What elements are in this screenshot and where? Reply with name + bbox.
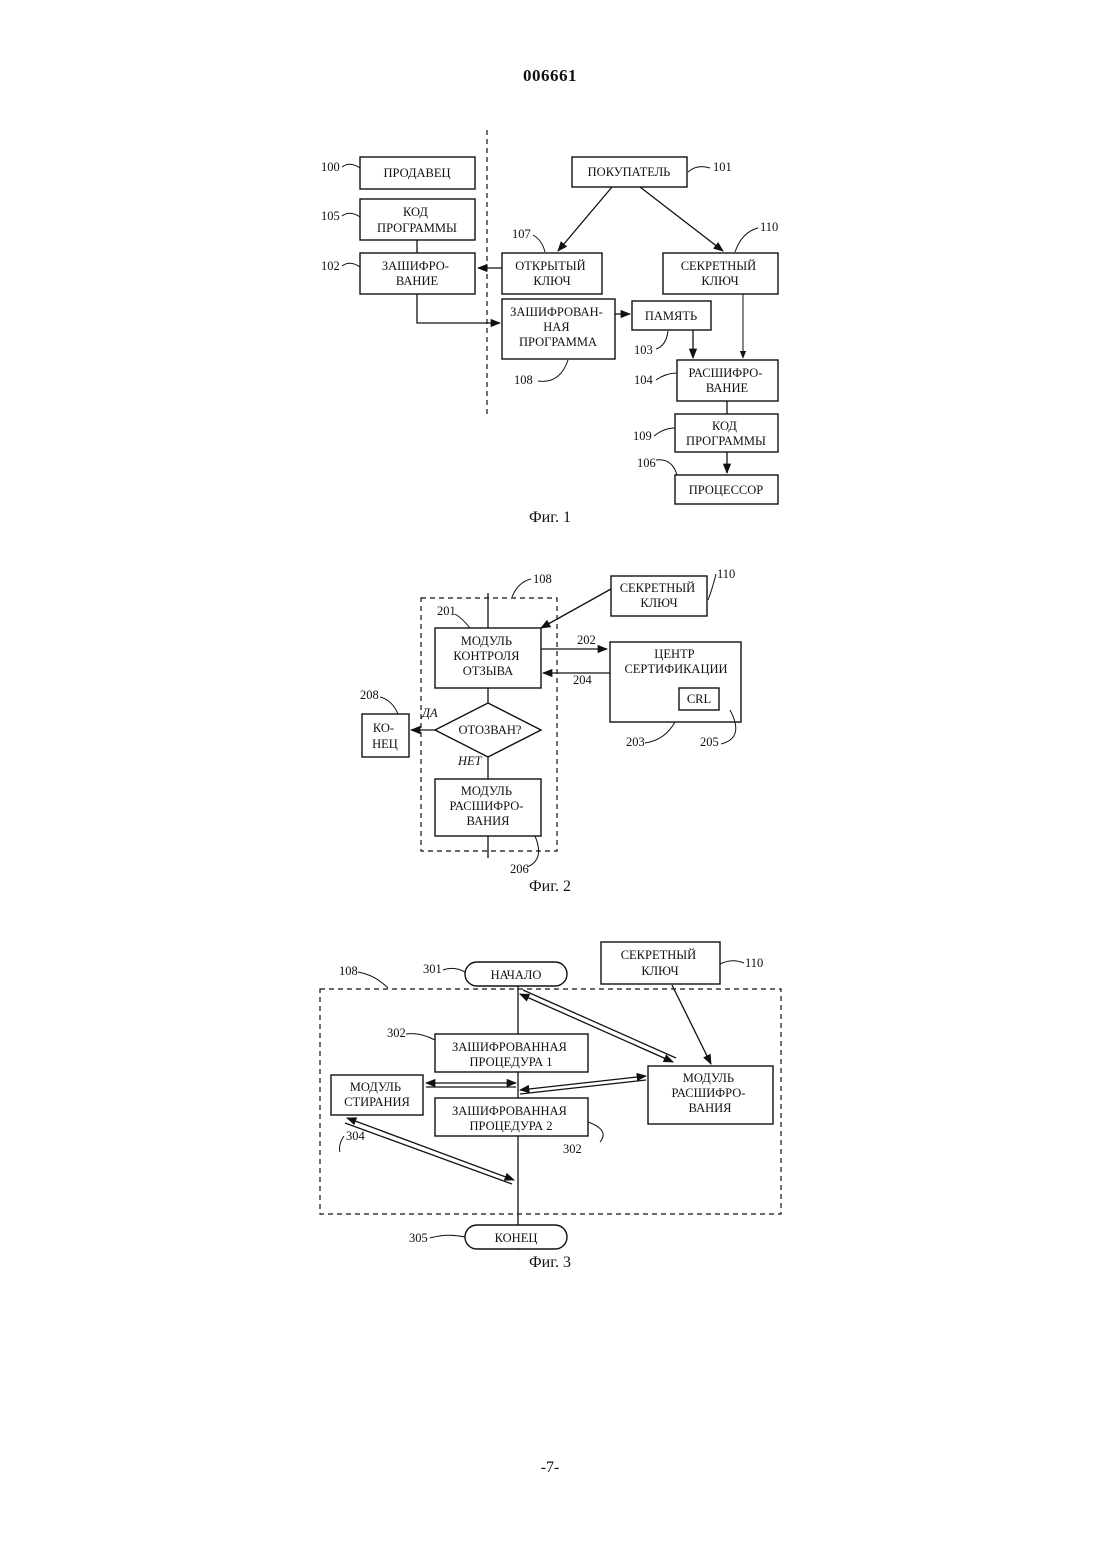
fig2-ref-201: 201 [437,604,456,618]
fig2-ref-108: 108 [533,572,552,586]
fig3-ref-301: 301 [423,962,442,976]
fig1-buyer-label: ПОКУПАТЕЛЬ [588,165,671,179]
fig2-ref-205: 205 [700,735,719,749]
fig1-ref-102: 102 [321,259,340,273]
fig2-ref-203: 203 [626,735,645,749]
fig3-ref-305: 305 [409,1231,428,1245]
fig3-ref-302: 302 [387,1026,406,1040]
fig2-ref-110: 110 [717,567,735,581]
figure-3: 108 НАЧАЛО 301 СЕКРЕТНЫЙ КЛЮЧ 110 ЗАШИФР… [320,942,781,1271]
fig2-ref-206: 206 [510,862,529,876]
fig1-ref-108: 108 [514,373,533,387]
fig3-ref-302b: 302 [563,1142,582,1156]
fig2-caption: Фиг. 2 [529,878,571,895]
fig1-ref-106: 106 [637,456,656,470]
fig2-revocation-module-label: МОДУЛЬ КОНТРОЛЯ ОТЗЫВА [453,634,522,678]
fig3-start-label: НАЧАЛО [491,968,542,982]
fig2-crl-label: CRL [687,692,711,706]
fig3-caption: Фиг. 3 [529,1254,571,1271]
fig1-seller-label: ПРОДАВЕЦ [383,166,450,180]
page-number: -7- [0,1459,1100,1477]
fig1-ref-104: 104 [634,373,654,387]
fig3-ref-108: 108 [339,964,358,978]
fig3-ref-304: 304 [346,1129,366,1143]
fig3-ref-110: 110 [745,956,763,970]
fig1-ref-110: 110 [760,220,778,234]
fig1-ref-105: 105 [321,209,340,223]
fig3-proc2-label: ЗАШИФРОВАННАЯ ПРОЦЕДУРА 2 [452,1104,570,1133]
figure-1: ПРОДАВЕЦ 100 КОД ПРОГРАММЫ 105 ЗАШИФРО- … [321,130,778,526]
fig1-ref-101: 101 [713,160,732,174]
fig2-no-label: НЕТ [457,754,483,768]
fig2-ref-204: 204 [573,673,593,687]
fig2-revoked-label: ОТОЗВАН? [459,723,522,737]
fig2-ref-202: 202 [577,633,596,647]
fig1-ref-100: 100 [321,160,340,174]
fig1-memory-label: ПАМЯТЬ [645,309,697,323]
fig3-erase-module-label: МОДУЛЬ СТИРАНИЯ [344,1080,410,1109]
fig2-ref-208: 208 [360,688,379,702]
fig1-ref-109: 109 [633,429,652,443]
fig1-ref-107: 107 [512,227,531,241]
fig1-ref-103: 103 [634,343,653,357]
fig1-caption: Фиг. 1 [529,509,571,526]
fig3-end-label: КОНЕЦ [495,1231,538,1245]
fig2-yes-label: ДА [421,706,438,720]
figure-2: 108 СЕКРЕТНЫЙ КЛЮЧ 110 МОДУЛЬ КОНТРОЛЯ О… [360,567,741,895]
fig1-processor-label: ПРОЦЕССОР [689,483,764,497]
fig3-proc1-label: ЗАШИФРОВАННАЯ ПРОЦЕДУРА 1 [452,1040,570,1069]
